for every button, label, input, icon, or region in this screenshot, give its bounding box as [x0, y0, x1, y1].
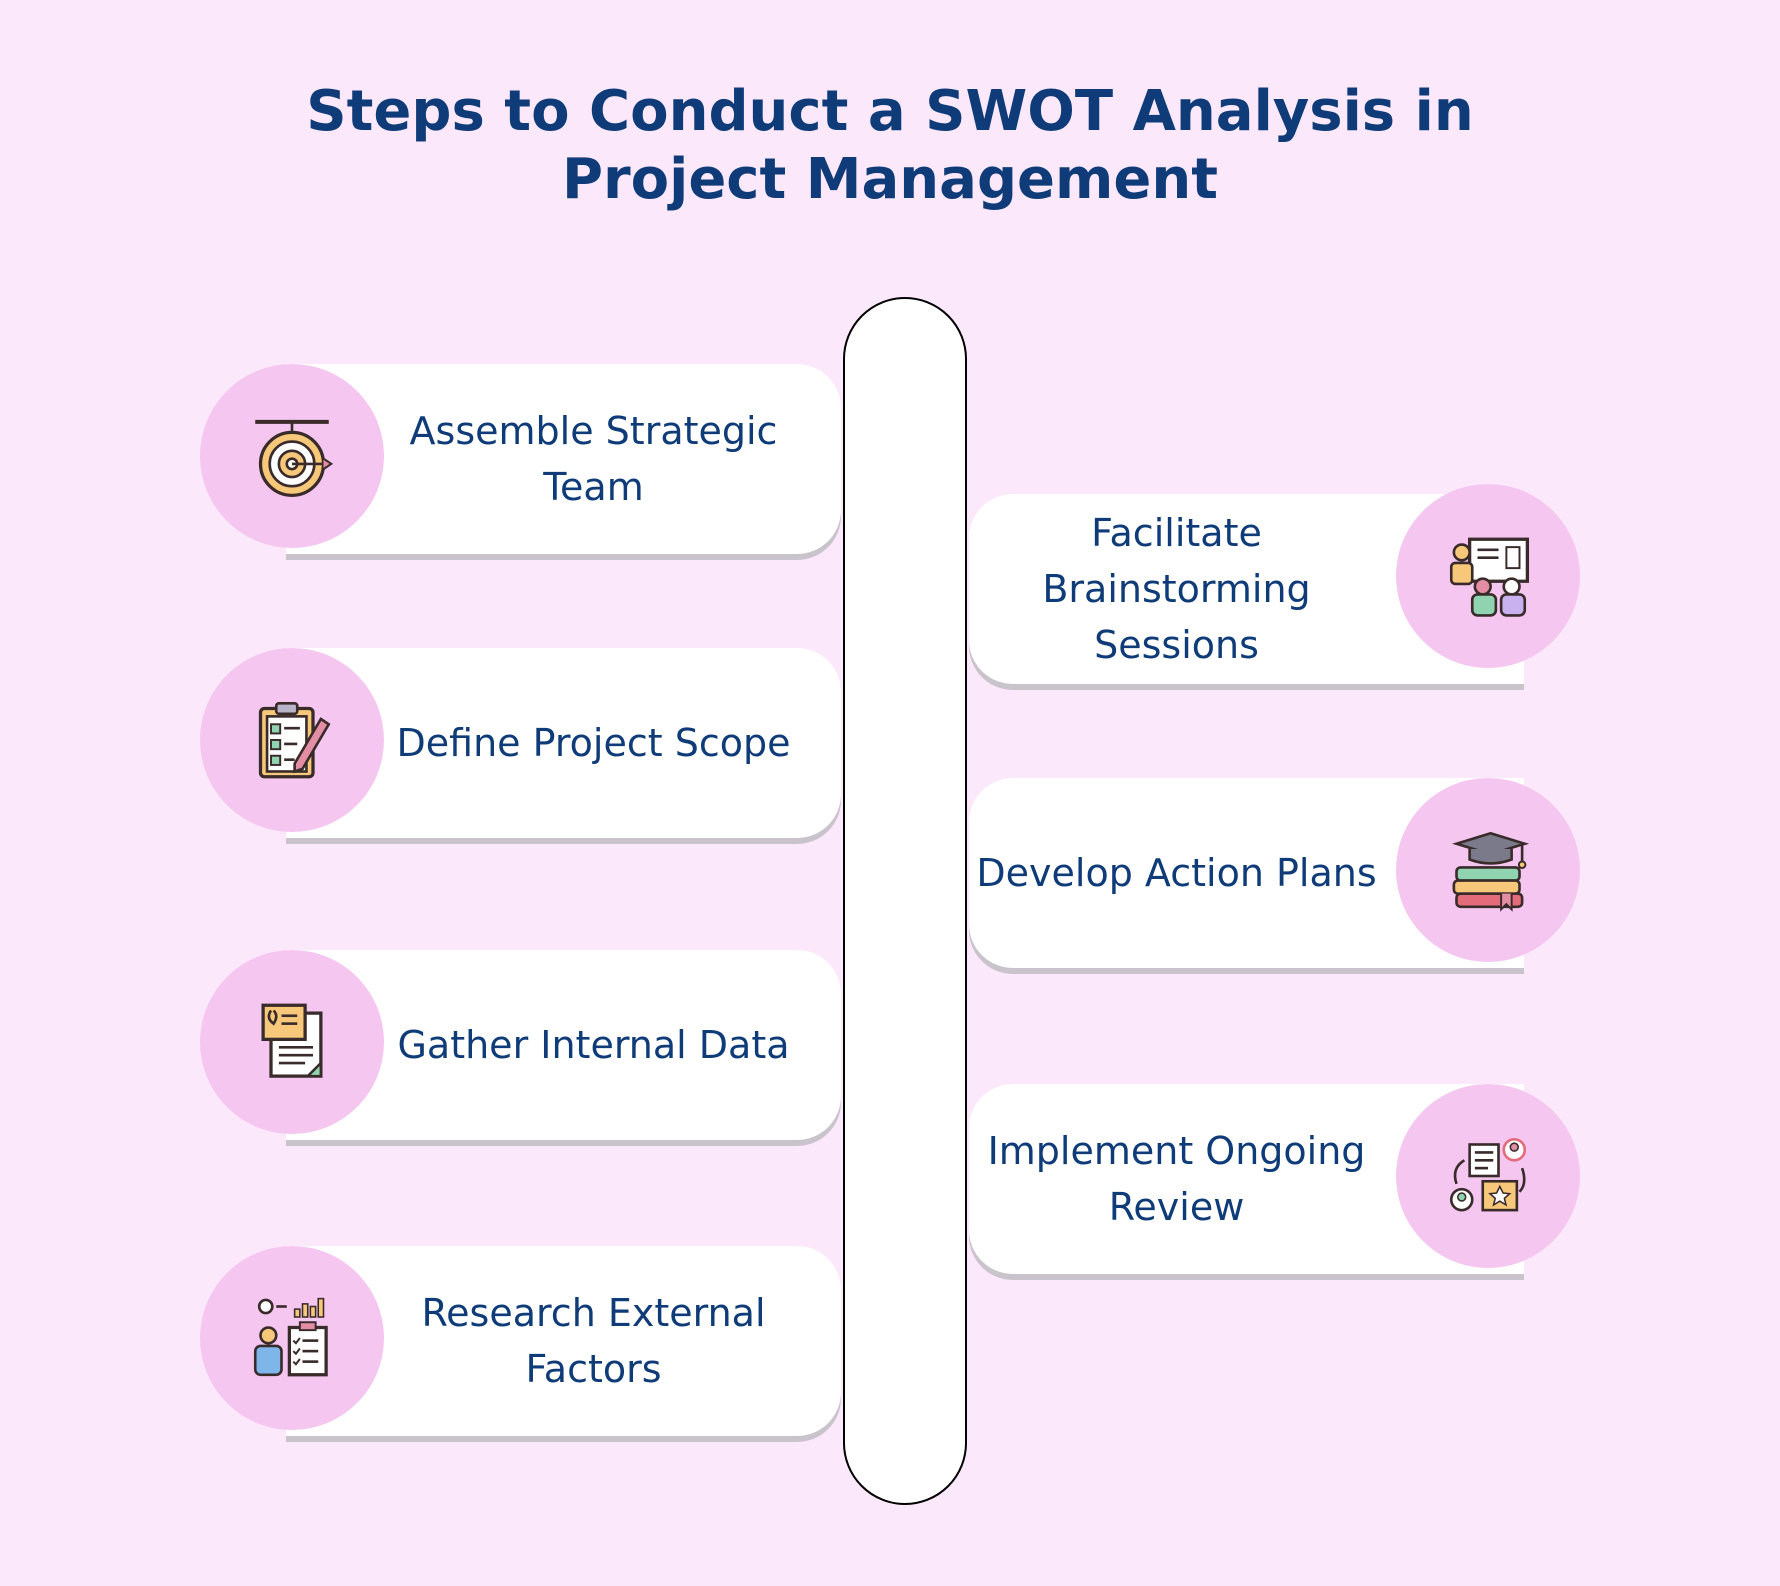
step-icon-circle: [200, 648, 384, 832]
presentation-icon: [1449, 537, 1530, 617]
checklist-clipboard-icon: [258, 701, 331, 779]
step-label: Facilitate Brainstorming Sessions: [1042, 511, 1311, 667]
step-label: Define Project Scope: [396, 721, 791, 765]
timeline-spine: [843, 297, 967, 1505]
step-label: Develop Action Plans: [976, 851, 1377, 895]
step-label: Implement Ongoing Review: [987, 1129, 1366, 1229]
title-line-1: Steps to Conduct a SWOT Analysis in: [306, 79, 1474, 144]
step-label: Research External Factors: [421, 1291, 766, 1391]
step-icon-circle: [1396, 1084, 1580, 1268]
step-icon-circle: [1396, 778, 1580, 962]
step-icon-circle: [1396, 484, 1580, 668]
step-label: Assemble Strategic Team: [409, 409, 778, 509]
step-icon-circle: [200, 364, 384, 548]
step-label: Gather Internal Data: [397, 1023, 790, 1067]
review-cycle-icon: [1449, 1137, 1527, 1212]
step-icon-circle: [200, 1246, 384, 1430]
title-line-2: Project Management: [562, 147, 1218, 212]
documents-icon: [261, 1003, 323, 1078]
page-title: Steps to Conduct a SWOT Analysis in Proj…: [0, 78, 1780, 214]
research-chart-icon: [253, 1297, 328, 1377]
target-icon: [255, 419, 334, 498]
step-icon-circle: [200, 950, 384, 1134]
graduation-books-icon: [1452, 831, 1530, 912]
